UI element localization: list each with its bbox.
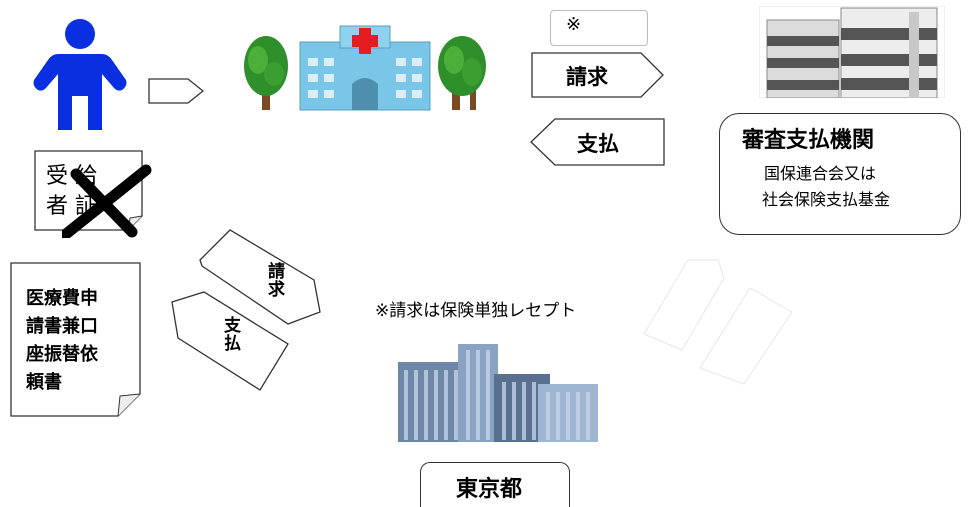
review-agency-title: 審査支払機関 [742,128,875,153]
tokyo-label-box [420,462,570,507]
payment-arrow-top [530,118,665,166]
note-text: ※請求は保険単独レセプト [375,301,577,321]
note-mark-box [550,10,648,46]
request-label-top: 請求 [566,65,608,89]
document-icon [10,262,141,417]
document-line2: 請書兼口 [26,316,98,337]
payment-label-top: 支払 [577,132,619,156]
arrow-to-hospital-icon [148,78,204,104]
tokyo-building-icon [398,344,598,442]
request-label-tokyo: 請求 [264,262,284,298]
faint-arrows [643,259,793,385]
request-arrow-top [531,52,664,98]
tokyo-label: 東京都 [456,477,523,502]
review-agency-line2: 社会保険支払基金 [762,190,891,209]
review-agency-line1: 国保連合会又は [764,164,877,183]
payment-label-tokyo: 支払 [220,316,240,352]
note-mark: ※ [566,14,582,35]
document-line4: 頼書 [26,372,62,393]
office-building-icon [759,6,945,98]
review-agency-box [719,113,961,235]
request-arrow-tokyo [199,229,321,325]
hospital-icon [244,25,486,111]
payment-arrow-tokyo [171,291,289,391]
document-line1: 医療費申 [26,288,98,309]
cross-out-icon [62,164,152,238]
document-line3: 座振替依 [26,344,98,365]
person-icon [33,19,127,130]
